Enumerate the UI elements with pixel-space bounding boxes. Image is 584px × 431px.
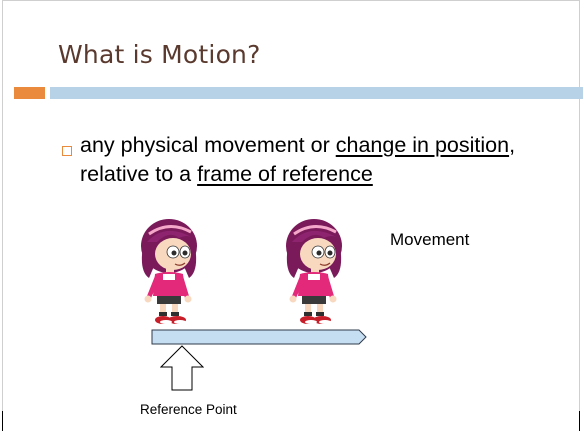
bullet-text: any physical movement or change in posit… bbox=[80, 131, 550, 189]
slide-title: What is Motion? bbox=[58, 40, 261, 69]
bullet-text-part-2: , relative to a bbox=[80, 133, 516, 186]
cartoon-girl-icon bbox=[280, 216, 348, 326]
movement-label: Movement bbox=[390, 230, 470, 249]
up-arrow-icon bbox=[160, 345, 204, 391]
slide-edge-right bbox=[579, 411, 580, 431]
term-change-in-position: change in position bbox=[335, 133, 510, 157]
term-frame-of-reference: frame of reference bbox=[197, 162, 373, 186]
bullet-text-part-1: any physical movement or bbox=[80, 133, 336, 157]
movement-track-arrow bbox=[151, 329, 367, 345]
bullet-marker-icon bbox=[62, 146, 72, 156]
slide-edge-left bbox=[2, 411, 3, 431]
reference-point-label: Reference Point bbox=[140, 402, 237, 417]
title-band bbox=[50, 87, 583, 99]
title-band-accent bbox=[14, 87, 45, 99]
cartoon-girl-icon bbox=[135, 216, 203, 326]
